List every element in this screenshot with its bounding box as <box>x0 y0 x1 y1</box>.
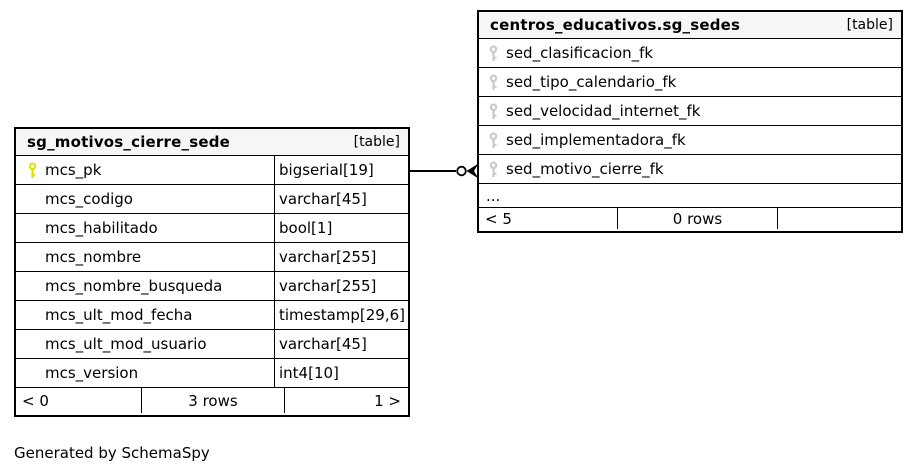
column-name: sed_clasificacion_fk <box>506 44 654 62</box>
key-icon <box>488 103 499 120</box>
column-type: varchar[255] <box>274 243 408 271</box>
ellipsis-row: ... <box>479 184 901 208</box>
column-name: sed_motivo_cierre_fk <box>506 160 664 178</box>
table-centros-educativos-sg-sedes: centros_educativos.sg_sedes [table] sed_… <box>477 10 903 233</box>
column-row: mcs_ult_mod_fecha timestamp[29,6] <box>16 301 408 330</box>
column-type: int4[10] <box>274 359 408 387</box>
column-name: sed_tipo_calendario_fk <box>506 73 677 91</box>
column-name-cell: sed_implementadora_fk <box>479 126 901 154</box>
table-header: sg_motivos_cierre_sede [table] <box>16 129 408 156</box>
column-name: mcs_ult_mod_usuario <box>45 335 207 353</box>
key-icon <box>488 132 499 149</box>
column-name-cell: sed_tipo_calendario_fk <box>479 68 901 96</box>
column-name-cell: sed_velocidad_internet_fk <box>479 97 901 125</box>
column-name-cell: mcs_codigo <box>16 185 274 213</box>
column-name-cell: mcs_version <box>16 359 274 387</box>
row-count: 0 rows <box>617 208 778 229</box>
column-name: mcs_pk <box>45 161 102 179</box>
table-header: centros_educativos.sg_sedes [table] <box>479 12 901 39</box>
table-footer: < 5 0 rows <box>479 208 901 229</box>
column-row: sed_velocidad_internet_fk <box>479 97 901 126</box>
column-type: varchar[45] <box>274 330 408 358</box>
column-name: mcs_codigo <box>45 190 133 208</box>
column-name: mcs_nombre_busqueda <box>45 277 223 295</box>
column-row: mcs_nombre_busqueda varchar[255] <box>16 272 408 301</box>
generated-by-note: Generated by SchemaSpy <box>14 444 210 462</box>
crow-foot-arrowhead <box>466 163 479 179</box>
column-type: varchar[255] <box>274 272 408 300</box>
table-footer: < 0 3 rows 1 > <box>16 388 408 413</box>
column-name: mcs_version <box>45 364 139 382</box>
column-name: sed_velocidad_internet_fk <box>506 102 701 120</box>
column-row: sed_motivo_cierre_fk <box>479 155 901 184</box>
column-type: bigserial[19] <box>274 156 408 184</box>
hidden-parents-count: < 5 <box>485 209 512 228</box>
column-name-cell: mcs_pk <box>16 156 274 184</box>
column-name: sed_implementadora_fk <box>506 131 686 149</box>
column-name-cell: sed_clasificacion_fk <box>479 39 901 67</box>
table-type-badge: [table] <box>353 134 400 150</box>
column-type: varchar[45] <box>274 185 408 213</box>
key-icon <box>488 45 499 62</box>
hidden-children-count: 1 > <box>374 391 401 410</box>
column-row: mcs_pk bigserial[19] <box>16 156 408 185</box>
column-row: mcs_codigo varchar[45] <box>16 185 408 214</box>
column-type: bool[1] <box>274 214 408 242</box>
key-icon <box>488 74 499 91</box>
column-type: timestamp[29,6] <box>274 301 408 329</box>
column-name-cell: mcs_nombre <box>16 243 274 271</box>
table-columns: sed_clasificacion_fk sed_tipo_calendario… <box>479 39 901 184</box>
column-row: mcs_ult_mod_usuario varchar[45] <box>16 330 408 359</box>
column-name-cell: mcs_ult_mod_usuario <box>16 330 274 358</box>
column-name-cell: sed_motivo_cierre_fk <box>479 155 901 183</box>
hidden-parents-count: < 0 <box>22 391 49 410</box>
column-name-cell: mcs_ult_mod_fecha <box>16 301 274 329</box>
column-name: mcs_nombre <box>45 248 142 266</box>
table-title[interactable]: sg_motivos_cierre_sede <box>27 133 231 151</box>
column-name: mcs_ult_mod_fecha <box>45 306 193 324</box>
row-count: 3 rows <box>141 388 285 413</box>
column-row: sed_implementadora_fk <box>479 126 901 155</box>
fk-relationship-connector <box>408 163 479 179</box>
column-row: mcs_habilitado bool[1] <box>16 214 408 243</box>
column-name: mcs_habilitado <box>45 219 158 237</box>
column-row: mcs_version int4[10] <box>16 359 408 388</box>
column-name-cell: mcs_habilitado <box>16 214 274 242</box>
column-name-cell: mcs_nombre_busqueda <box>16 272 274 300</box>
table-title[interactable]: centros_educativos.sg_sedes <box>490 16 741 34</box>
column-row: sed_clasificacion_fk <box>479 39 901 68</box>
table-columns: mcs_pk bigserial[19] mcs_codigo varchar[… <box>16 156 408 388</box>
column-row: sed_tipo_calendario_fk <box>479 68 901 97</box>
zero-cardinality-circle <box>456 165 467 177</box>
key-icon <box>27 162 38 179</box>
hidden-children-count <box>778 208 901 229</box>
key-icon <box>488 161 499 178</box>
table-type-badge: [table] <box>846 17 893 33</box>
column-row: mcs_nombre varchar[255] <box>16 243 408 272</box>
table-sg-motivos-cierre-sede: sg_motivos_cierre_sede [table] mcs_pk bi… <box>14 127 410 417</box>
